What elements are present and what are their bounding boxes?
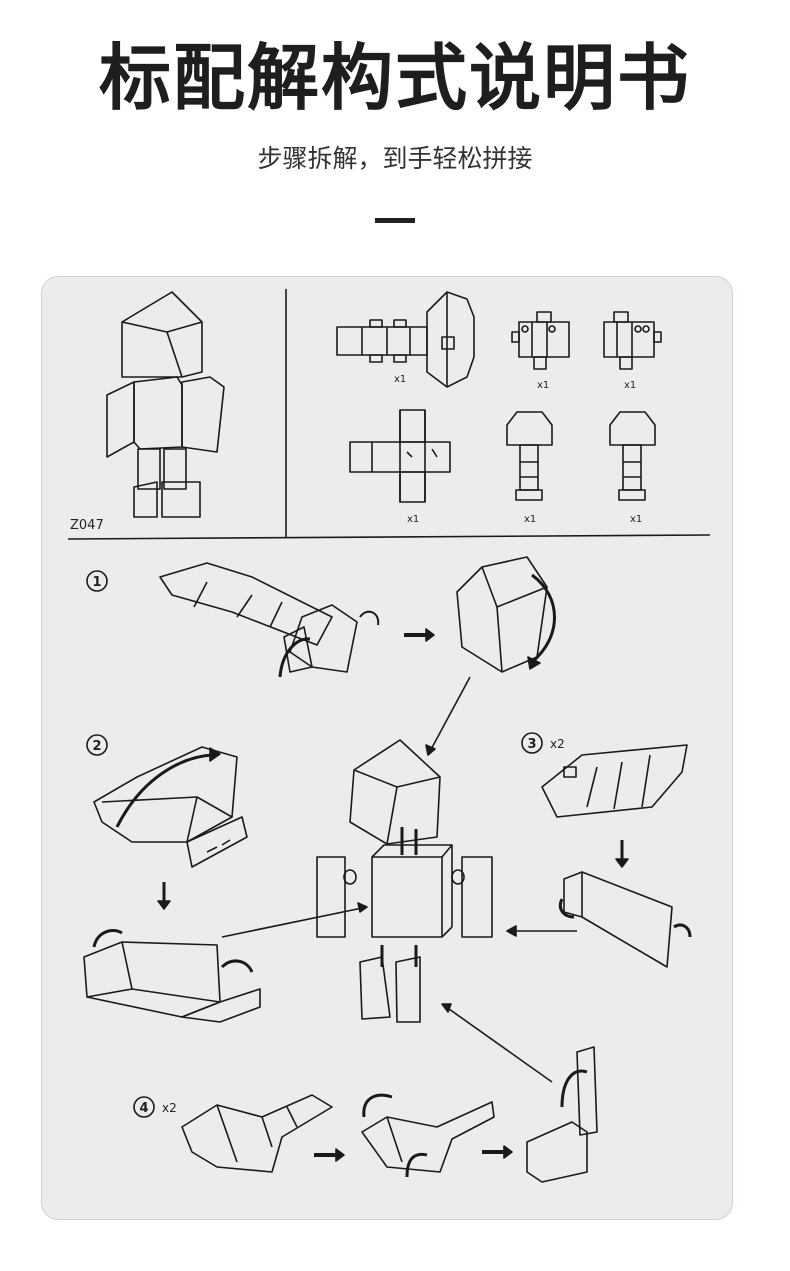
part-count-4: x1	[407, 514, 419, 525]
connector-leg	[441, 1003, 553, 1083]
step-3-qty: x2	[550, 737, 565, 751]
step-1-head-folding-icon	[159, 562, 380, 678]
step-3-marker: 3 x2	[521, 732, 565, 754]
page-subtitle: 步骤拆解，到手轻松拼接	[257, 144, 533, 173]
step-3-arm-folded-icon	[558, 871, 692, 968]
part-count-6: x1	[630, 514, 642, 525]
step-4-number: 4	[139, 1101, 148, 1116]
step-1-number: 1	[92, 575, 101, 590]
step-4-leg-folding-icon	[361, 1093, 495, 1178]
step-2-body-folded-icon	[83, 929, 261, 1023]
panel-divider-horizontal	[67, 534, 711, 540]
step-2-marker: 2	[86, 734, 108, 756]
part-count-2: x1	[537, 380, 549, 391]
body-net-icon	[349, 409, 451, 503]
part-count-5: x1	[524, 514, 536, 525]
connector-head	[427, 676, 471, 756]
arm-net-icon-left	[511, 311, 570, 370]
connector-body	[221, 906, 368, 938]
title-divider	[375, 218, 415, 223]
step-1-marker: 1	[86, 570, 108, 592]
instruction-sheet: Z047 x1 x1 x1 x1 x1	[42, 277, 732, 1219]
assembly-robot-icon	[316, 739, 493, 1023]
step-1-head-closed-icon	[456, 556, 556, 673]
step-4-leg-net-icon	[181, 1094, 333, 1173]
part-count-1: x1	[394, 374, 406, 385]
assembled-robot-icon	[106, 291, 225, 518]
step-1-arrowhead-icon	[425, 628, 435, 642]
step-4-qty: x2	[162, 1101, 177, 1115]
step-2-body-unfolded-icon	[93, 746, 248, 868]
leg-net-icon-right	[609, 411, 656, 501]
step-2-number: 2	[92, 739, 101, 754]
leg-net-icon-left	[506, 411, 553, 501]
step-3-number: 3	[527, 737, 536, 752]
step-4-leg-folded-icon	[526, 1046, 598, 1183]
step-3-arm-net-icon	[541, 744, 688, 818]
head-net-icon	[336, 291, 475, 388]
page-title: 标配解构式说明书	[98, 36, 691, 120]
arm-net-icon-right	[603, 311, 662, 370]
part-count-3: x1	[624, 380, 636, 391]
step-4-marker: 4 x2	[133, 1096, 177, 1118]
model-code: Z047	[70, 518, 104, 533]
